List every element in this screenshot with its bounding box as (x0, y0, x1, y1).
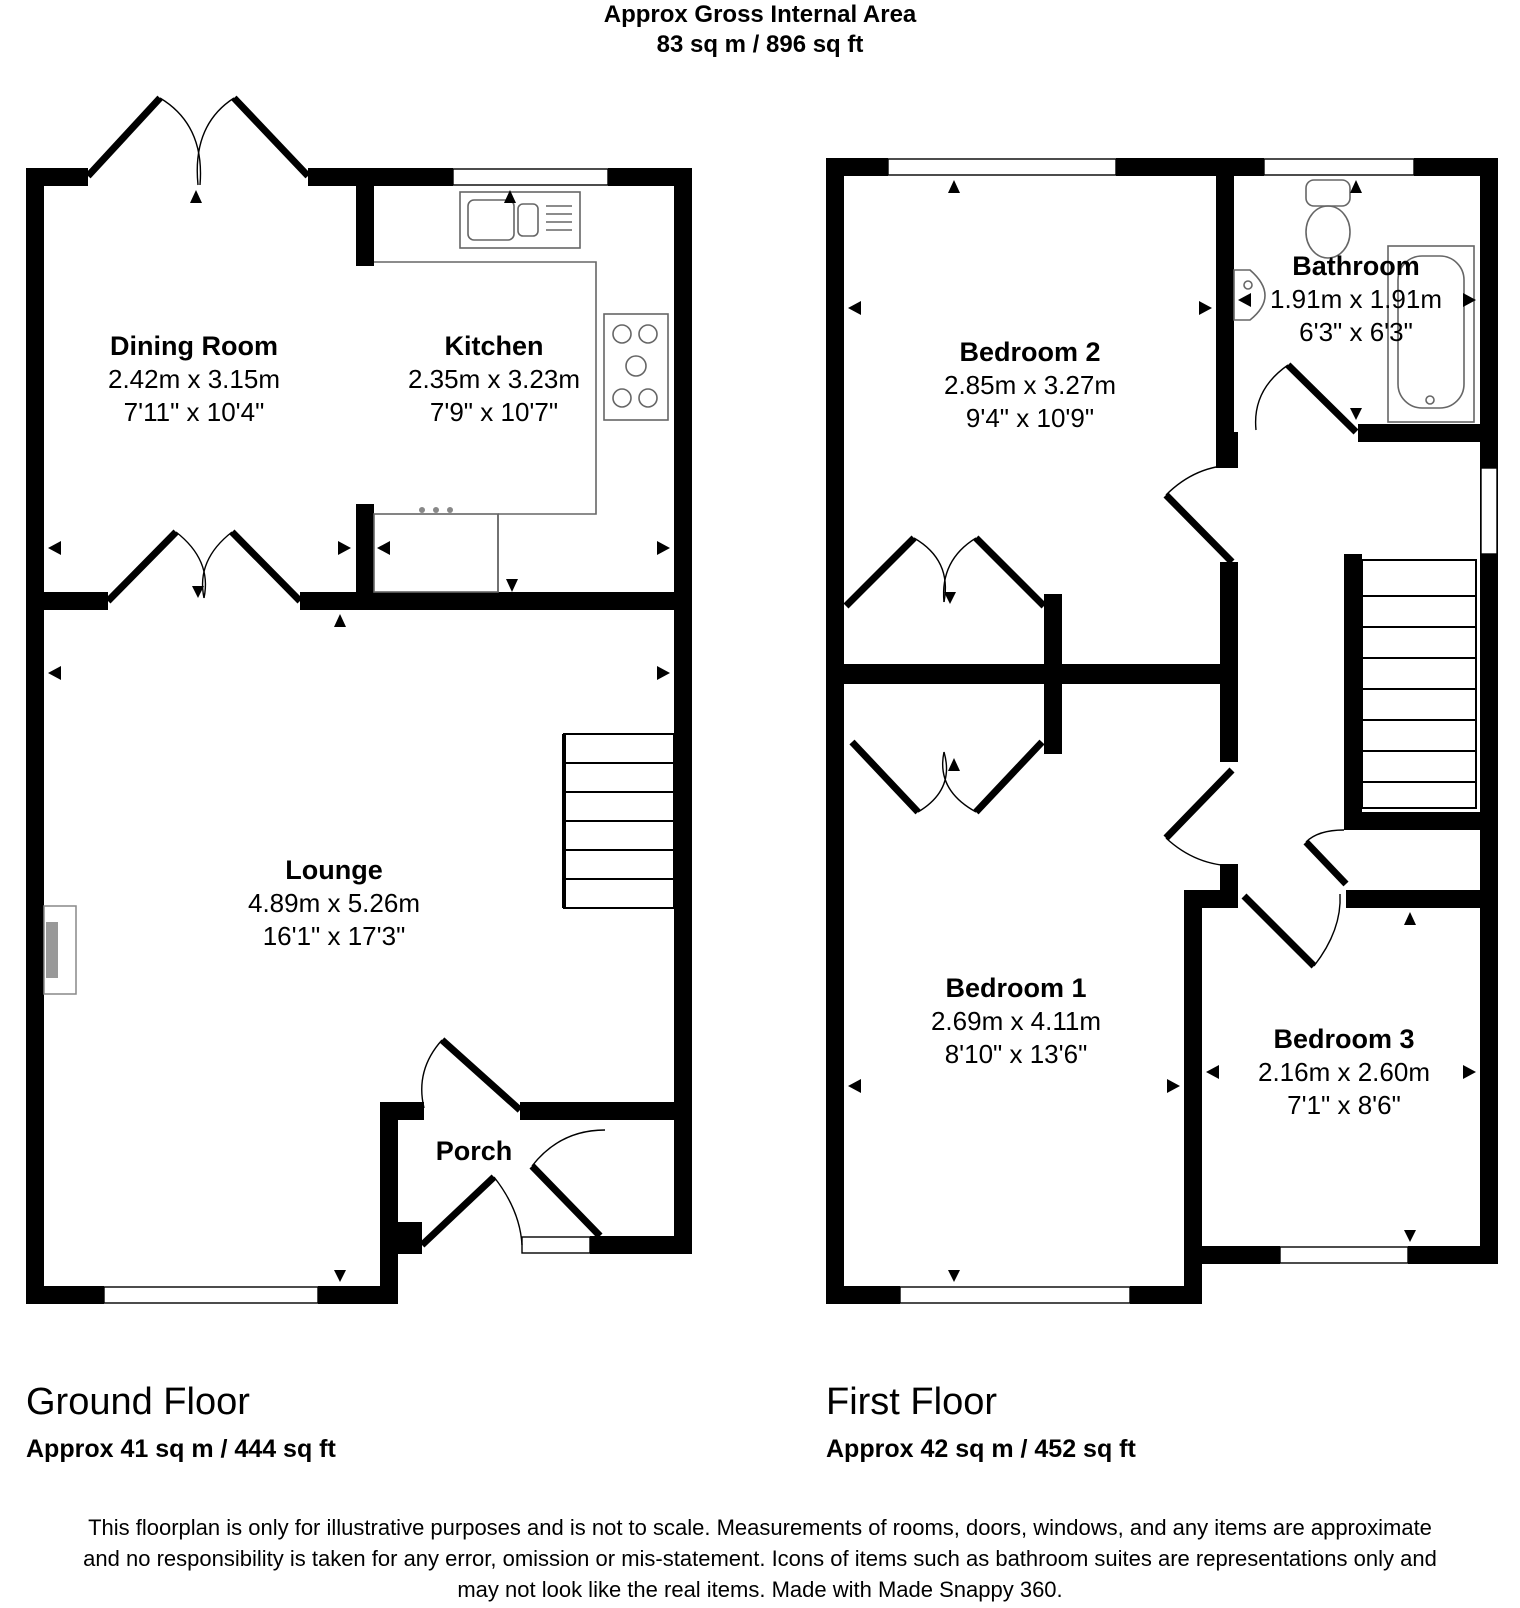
landing-window (1480, 467, 1498, 555)
appliance-knobs-icon (419, 507, 453, 513)
first-floor-stairs (1361, 559, 1477, 809)
ground-dimension-markers (48, 190, 670, 1282)
room-name: Bathroom (1292, 251, 1420, 281)
bedroom3-door (1241, 893, 1341, 969)
room-imperial: 7'9" x 10'7" (430, 397, 558, 427)
room-metric: 2.85m x 3.27m (944, 370, 1116, 400)
room-name: Lounge (285, 855, 382, 885)
room-metric: 2.69m x 4.11m (931, 1006, 1101, 1036)
first-floor-title: First Floor (826, 1381, 997, 1423)
ground-floor-area: Approx 41 sq m / 444 sq ft (26, 1435, 336, 1463)
room-imperial: 8'10" x 13'6" (945, 1039, 1088, 1069)
bedroom2-window (887, 158, 1117, 176)
disclaimer-line: may not look like the real items. Made w… (457, 1577, 1063, 1602)
dining-french-doors (85, 95, 311, 186)
room-name: Porch (436, 1136, 513, 1166)
bathroom-window (1263, 158, 1415, 176)
bedroom2-wardrobe-doors (843, 535, 1047, 609)
bedroom2-door (1163, 464, 1237, 565)
room-metric: 1.91m x 1.91m (1270, 284, 1442, 314)
ground-floor-title: Ground Floor (26, 1381, 250, 1423)
bath-icon (1387, 245, 1475, 423)
bedroom1-wardrobe-doors (849, 739, 1045, 815)
first-floor-area: Approx 42 sq m / 452 sq ft (826, 1435, 1136, 1463)
room-name: Bedroom 3 (1273, 1024, 1414, 1054)
room-imperial: 16'1" x 17'3" (263, 921, 406, 951)
room-metric: 2.42m x 3.15m (108, 364, 280, 394)
disclaimer: This floorplan is only for illustrative … (0, 1512, 1520, 1605)
room-name: Kitchen (444, 331, 543, 361)
first-floor-walls (826, 158, 1498, 1304)
bedroom1-window (899, 1286, 1131, 1304)
room-dining: Dining Room 2.42m x 3.15m 7'11" x 10'4" (108, 331, 280, 427)
plan-title: Approx Gross Internal Area (603, 1, 917, 28)
room-name: Bedroom 1 (945, 973, 1086, 1003)
room-imperial: 7'1" x 8'6" (1287, 1090, 1401, 1120)
kitchen-window (452, 168, 609, 186)
room-metric: 4.89m x 5.26m (248, 888, 420, 918)
porch-front-door (419, 1174, 523, 1248)
first-dimension-markers (848, 180, 1476, 1282)
room-bedroom3: Bedroom 3 2.16m x 2.60m 7'1" x 8'6" (1258, 1024, 1430, 1120)
room-imperial: 6'3" x 6'3" (1299, 317, 1413, 347)
disclaimer-line: and no responsibility is taken for any e… (83, 1546, 1437, 1571)
room-bathroom: Bathroom 1.91m x 1.91m 6'3" x 6'3" (1270, 251, 1442, 347)
porch-cupboard-door (529, 1129, 606, 1239)
kitchen-worktop (373, 261, 597, 593)
room-bedroom2: Bedroom 2 2.85m x 3.27m 9'4" x 10'9" (944, 337, 1116, 433)
disclaimer-line: This floorplan is only for illustrative … (88, 1515, 1432, 1540)
room-bedroom1: Bedroom 1 2.69m x 4.11m 8'10" x 13'6" (931, 973, 1101, 1069)
bedroom3-window (1279, 1246, 1409, 1264)
porch-window (521, 1236, 591, 1254)
bedroom1-door (1163, 767, 1237, 867)
hob-icon (603, 313, 669, 421)
room-metric: 2.35m x 3.23m (408, 364, 580, 394)
room-metric: 2.16m x 2.60m (1258, 1057, 1430, 1087)
dining-lounge-doors (105, 529, 303, 604)
room-name: Dining Room (110, 331, 278, 361)
total-area: 83 sq m / 896 sq ft (656, 31, 864, 58)
room-imperial: 7'11" x 10'4" (124, 397, 265, 427)
room-porch: Porch (436, 1136, 513, 1166)
sink-icon (459, 191, 581, 249)
porch-inner-door (421, 1037, 523, 1113)
room-lounge: Lounge 4.89m x 5.26m 16'1" x 17'3" (248, 855, 420, 951)
ground-floor-plan: Dining Room 2.42m x 3.15m 7'11" x 10'4" … (26, 95, 692, 1304)
room-name: Bedroom 2 (959, 337, 1100, 367)
bathroom-door (1254, 362, 1359, 435)
lounge-window (103, 1286, 319, 1304)
fireplace-icon (43, 905, 77, 995)
room-kitchen: Kitchen 2.35m x 3.23m 7'9" x 10'7" (408, 331, 580, 427)
ground-floor-walls (26, 168, 692, 1304)
toilet-icon (1305, 179, 1351, 259)
room-imperial: 9'4" x 10'9" (966, 403, 1094, 433)
cupboard-door (1303, 829, 1349, 887)
washbasin-icon (1233, 269, 1266, 321)
ground-stairs (562, 733, 675, 909)
first-floor-plan: Bedroom 2 2.85m x 3.27m 9'4" x 10'9" Bat… (826, 158, 1498, 1304)
